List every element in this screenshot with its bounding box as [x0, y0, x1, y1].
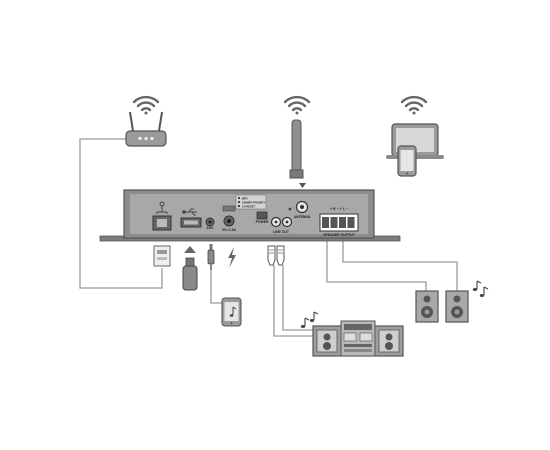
- antenna-icon: [289, 119, 304, 179]
- reset-pin: [288, 207, 292, 211]
- speaker-polarity-label: + R − + L −: [330, 207, 348, 211]
- line-out-cable: [273, 265, 313, 337]
- phone-icon: [397, 145, 417, 177]
- power-button: [256, 211, 268, 220]
- amplifier-device: AUX 9V⎓1.5A WIFI S/N/WIFI PRIORITY CH RE…: [99, 189, 401, 242]
- speaker-icon: [445, 290, 469, 323]
- status-legend-item: WIFI: [242, 197, 248, 201]
- music-note-icon: [479, 286, 489, 297]
- music-note-icon: [309, 311, 319, 322]
- status-legend-item: S/N/WIFI PRIORITY: [242, 201, 266, 205]
- music-note-icon: [229, 306, 237, 317]
- line-out-label: LINE OUT: [273, 230, 290, 234]
- dc-in-label: 9V⎓1.5A: [222, 228, 237, 232]
- music-note-icon: [472, 280, 482, 291]
- usb-icon: [182, 208, 197, 216]
- music-note-icon: [300, 317, 310, 328]
- arrow-up-icon: [184, 246, 196, 253]
- ethernet-cable: [79, 138, 163, 289]
- stereo-system-icon: [312, 320, 404, 357]
- aux-cable: [210, 270, 222, 304]
- speaker-output-label: SPEAKER OUTPUT: [323, 233, 355, 237]
- antenna-label: ANTENNA: [294, 215, 311, 219]
- wifi-icon: [283, 95, 311, 115]
- speaker-cable-left: [342, 240, 458, 292]
- wifi-icon: [132, 95, 160, 115]
- ethernet-icon: [156, 201, 168, 214]
- rca-plug-icon: [267, 245, 285, 266]
- line-out-cable-2: [282, 265, 313, 331]
- router-icon: [125, 111, 167, 147]
- phone-icon: [221, 297, 242, 327]
- status-legend-item: CH RESET: [242, 205, 256, 209]
- aux-label: AUX: [206, 226, 214, 230]
- audio-jack-icon: [207, 244, 215, 270]
- speaker-cable-right: [326, 240, 427, 292]
- status-legend: WIFI S/N/WIFI PRIORITY CH RESET: [238, 197, 266, 209]
- cables: [79, 138, 458, 337]
- ethernet-plug-icon: [153, 245, 171, 267]
- speaker-icon: [415, 290, 439, 323]
- power-bolt-icon: [228, 247, 236, 268]
- usb-drive-icon: [182, 257, 198, 291]
- arrow-down-icon: [299, 183, 306, 188]
- wifi-icon: [400, 95, 428, 115]
- power-label: POWER: [256, 220, 269, 224]
